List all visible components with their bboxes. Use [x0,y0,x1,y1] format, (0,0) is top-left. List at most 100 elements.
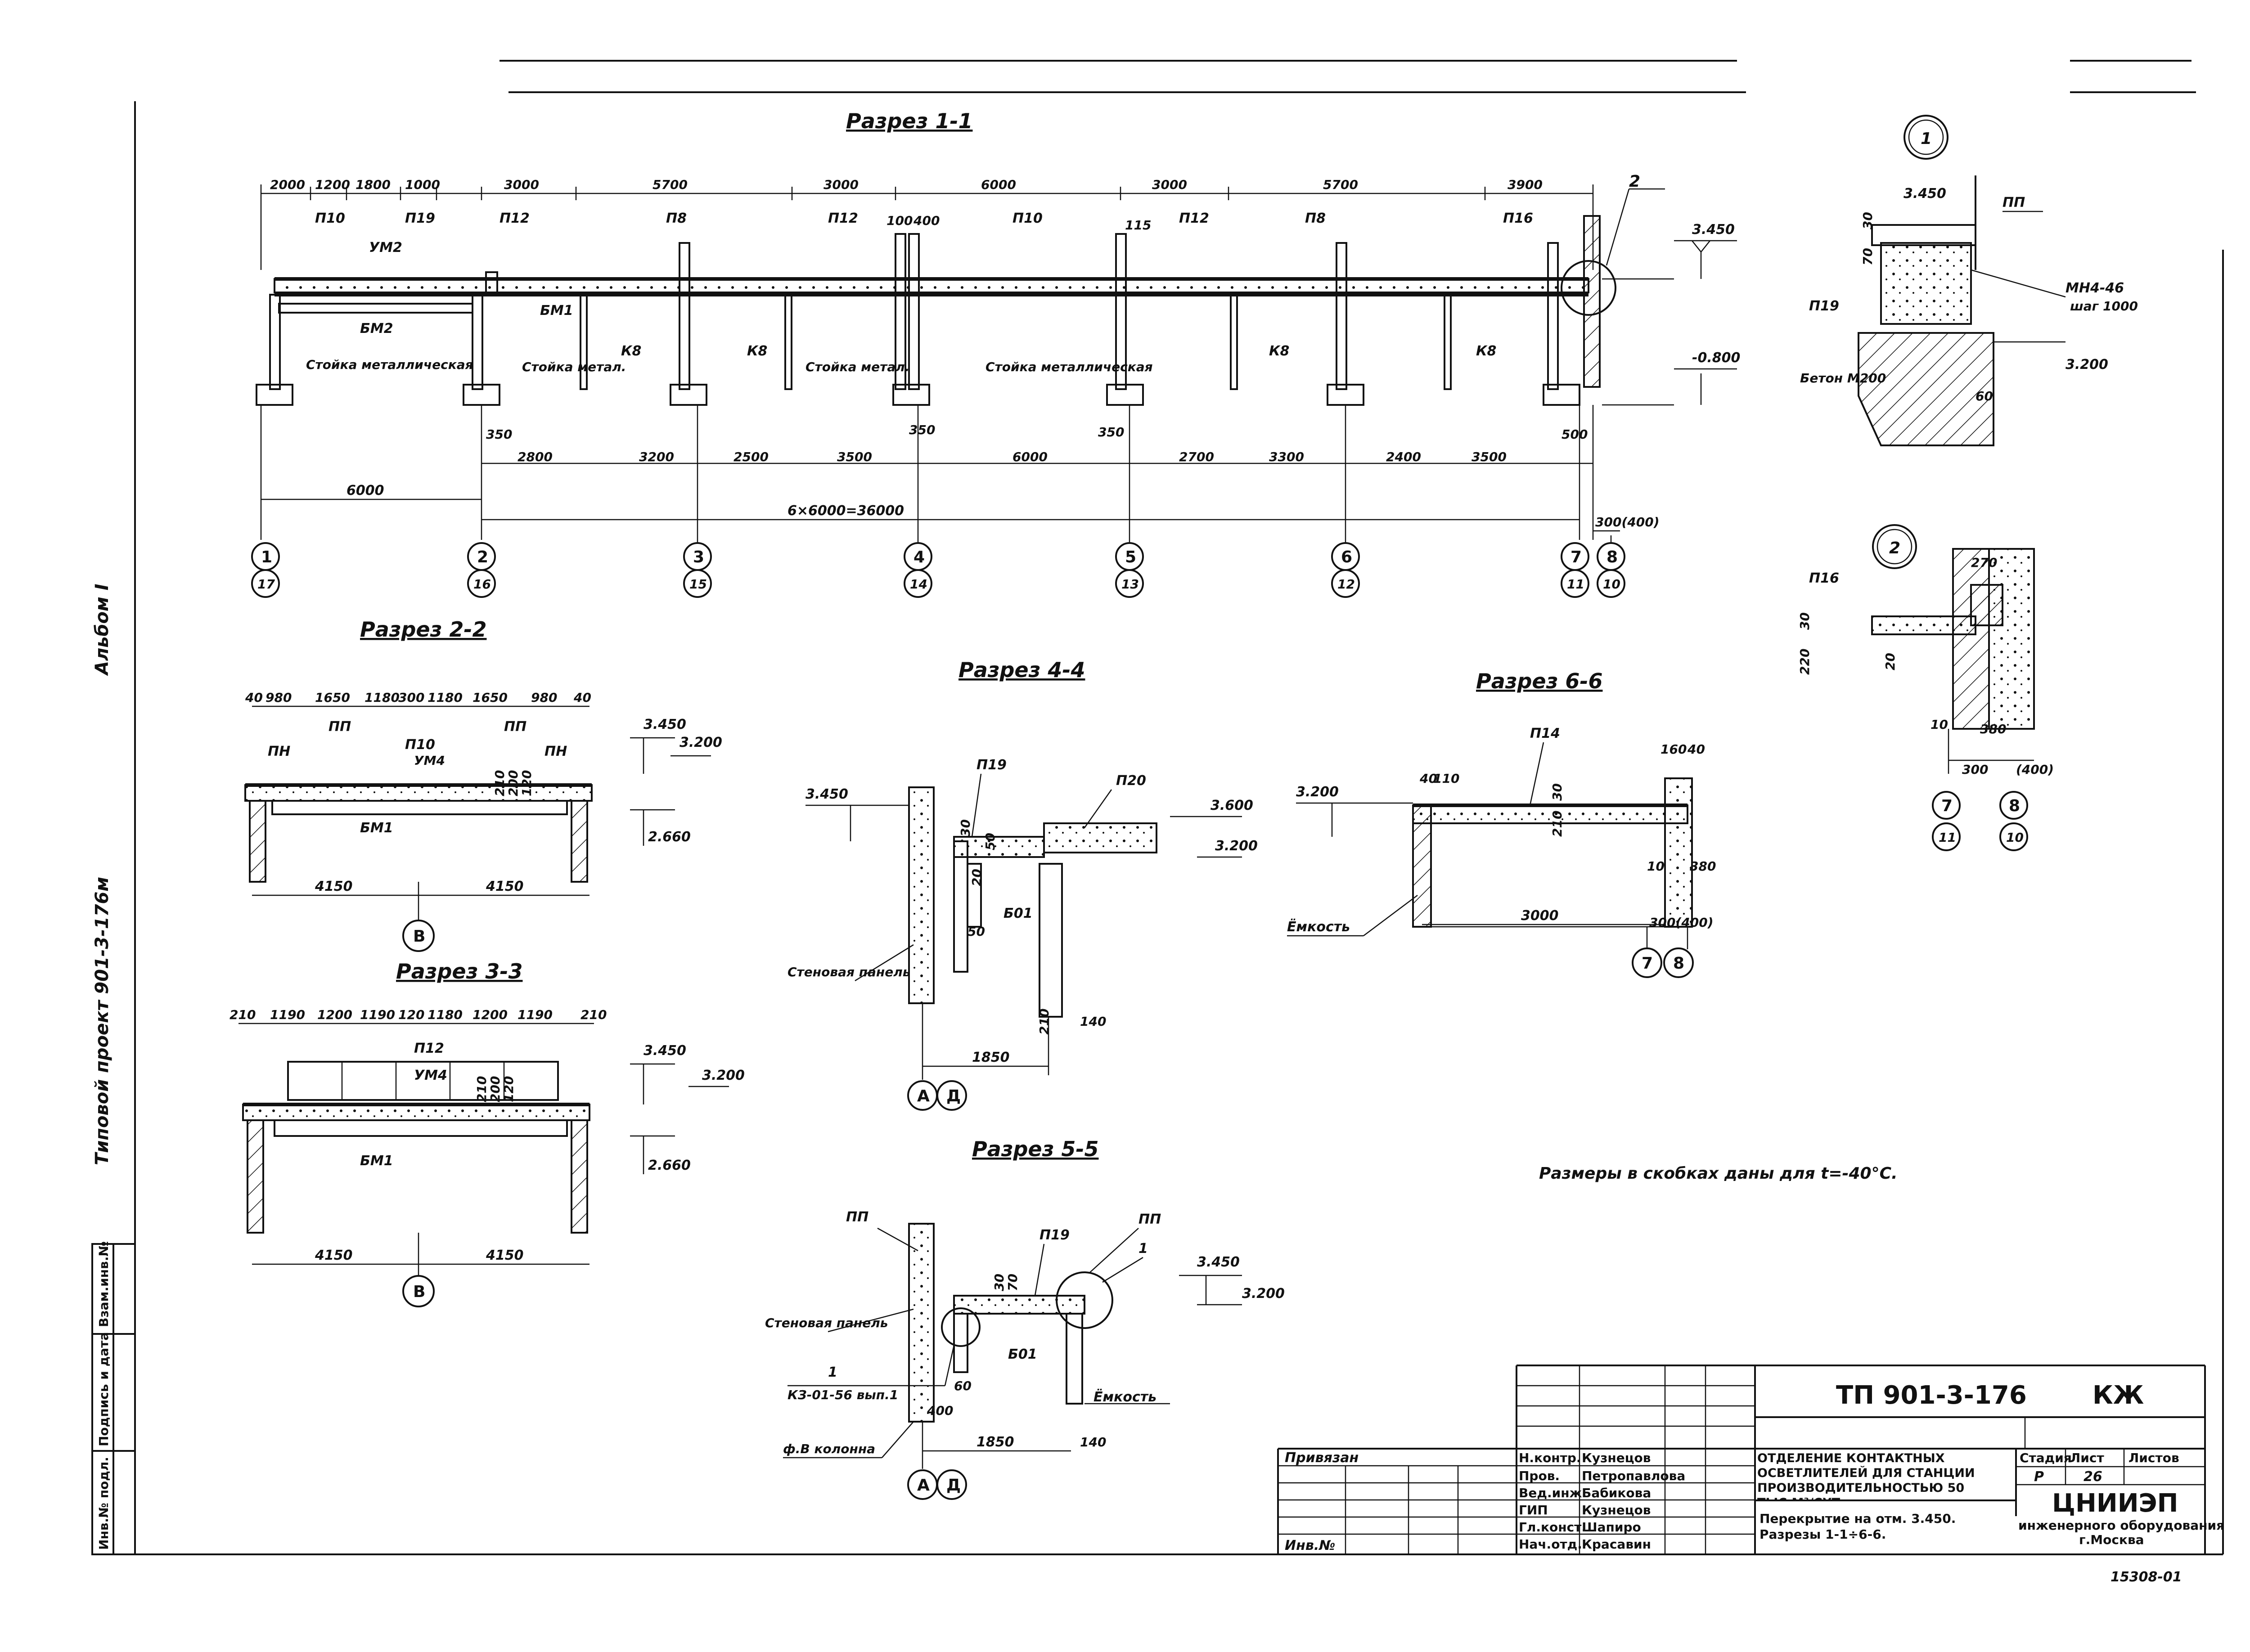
dim-text: 6000 [981,177,1016,192]
slab-mark: П12 [500,211,530,226]
s33-mark: П12 [414,1041,444,1056]
level-label: 3.200 [680,735,722,750]
s44-mark: 50 [983,833,998,850]
s22-mark: ПП [504,719,526,735]
section-4-4-title: Разрез 4-4 [958,658,1085,682]
axis-bubble [1999,822,2028,851]
n2-label: 10 [1930,717,1948,732]
level-label: -0.800 [1692,350,1740,366]
slab-mark: П8 [1305,211,1326,226]
s66-mark: 110 [1433,771,1459,786]
axis-label: В [413,1283,425,1301]
axis-label: 1 [261,548,272,566]
span-total: 6×6000=36000 [788,503,904,519]
dim-text: 140 [1080,1014,1106,1029]
tb-role: Н.контр. [1519,1450,1581,1465]
s66-mark: 40 [1687,742,1705,757]
tb-description-box: Отделение контактных осветлителей для ст… [1757,1451,1975,1500]
title-block: ТП 901-3-176 КЖ Привязан Инв.№ Н.контр. … [1277,1365,2224,1585]
dim-text: 1850 [972,1050,1010,1065]
node-2-mark: 2 [1889,539,1900,557]
s33-mark: 120 [501,1076,516,1102]
section-1-1-title: Разрез 1-1 [846,109,972,133]
dim-text: 300(400) [1649,915,1714,930]
side-stamp-replace: Взам.инв.№ [96,1241,111,1327]
node-1-mark: 1 [1921,130,1932,148]
level-label: 3.450 [644,1043,686,1059]
dim-text: 2700 [1179,449,1214,464]
axis-label: 4 [914,548,925,566]
tb-sheet-title-2: Разрезы 1-1÷6-6. [1760,1527,1886,1542]
dim-text: 3000 [1152,177,1187,192]
tb-mark: КЖ [2092,1381,2144,1410]
axis-bubble [402,1275,435,1307]
axis-label: 2 [477,548,488,566]
axis-bubble [1663,947,1694,978]
tb-description: Отделение контактных осветлителей для ст… [1757,1451,1975,1500]
dim-text: 350 [909,422,935,437]
dim-text: 3300 [1269,449,1304,464]
tb-name: Петропавлова [1582,1468,1685,1483]
axis-label: 15 [689,577,707,592]
n1-label: Бетон М200 [1800,371,1886,386]
axis-label: 6 [1341,548,1352,566]
axis-label: 8 [2009,797,2020,815]
beam-label: К8 [621,343,641,359]
slab-mark: 115 [1125,218,1151,233]
dim-text: 1650 [315,690,350,705]
side-project: Типовой проект 901-3-176м [92,877,112,1165]
s55-wall: Стеновая панель [765,1315,888,1330]
s66-mark: 40 [1419,771,1437,786]
axis-bubble [936,1080,967,1111]
axis-label: А [917,1476,930,1495]
axis-label: 7 [1570,548,1582,566]
s33-mark: УМ4 [414,1068,447,1083]
n1-label: 70 [1860,248,1875,265]
n2-label: 300 [1962,762,1988,777]
tb-city: г.Москва [2079,1532,2144,1547]
n2-label: 220 [1797,649,1812,675]
s44-mark: 3.450 [806,786,848,802]
tb-role: Нач.отд. [1519,1537,1582,1552]
section-3-3-title: Разрез 3-3 [396,959,522,983]
axis-bubble [402,920,435,952]
s55-mark: 3.200 [1242,1286,1285,1302]
dim-text: 1190 [360,1007,395,1022]
s55-mark: 1 [1138,1241,1148,1257]
s44-mark: Б01 [1004,906,1033,921]
section-4-4: Разрез 4-4 П19 П20 3.450 3.600 3.200 30 … [788,658,1258,1111]
s66-mark: 30 [1550,783,1565,801]
tb-sheet-label: Лист [2070,1450,2104,1465]
dim-text: 1800 [356,177,391,192]
dim-text: 1200 [472,1007,508,1022]
s22-mark: УМ4 [414,753,445,768]
s55-column: ф.В колонна [783,1441,875,1456]
s55-mark: ПП [846,1209,868,1225]
dim-text: 1200 [315,177,350,192]
beam-label: К8 [1476,343,1496,359]
section-1-1: Разрез 1-1 2000 1200 1800 1000 3000 5700… [251,109,1740,598]
dim-text: 1190 [270,1007,305,1022]
s44-mark: П20 [1116,773,1146,789]
dim-text: 210 [580,1007,607,1022]
axis-label: 13 [1121,577,1139,592]
section-6-6-title: Разрез 6-6 [1476,669,1602,693]
level-label: 2.660 [648,829,691,845]
axis-label: 7 [1941,797,1953,815]
s22-mark: П10 [405,737,435,753]
slab-mark: 400 [913,213,940,228]
axis-bubble [1597,569,1625,598]
column-note: Стойка метал. [806,359,909,374]
dim-text: 1180 [428,690,463,705]
n1-label: 3.200 [2066,357,2108,373]
tb-org-sub: инженерного оборудования [2018,1518,2224,1533]
dim-text: 5700 [652,177,688,192]
axis-label: 10 [1603,577,1620,592]
dim-text: 3500 [837,449,872,464]
s22-mark: ПН [268,744,290,759]
dim-text: 210 [1037,1009,1052,1035]
axis-label: 11 [1939,830,1956,845]
section-3-3: Разрез 3-3 210 1190 1200 1190 120 1180 1… [230,959,745,1307]
